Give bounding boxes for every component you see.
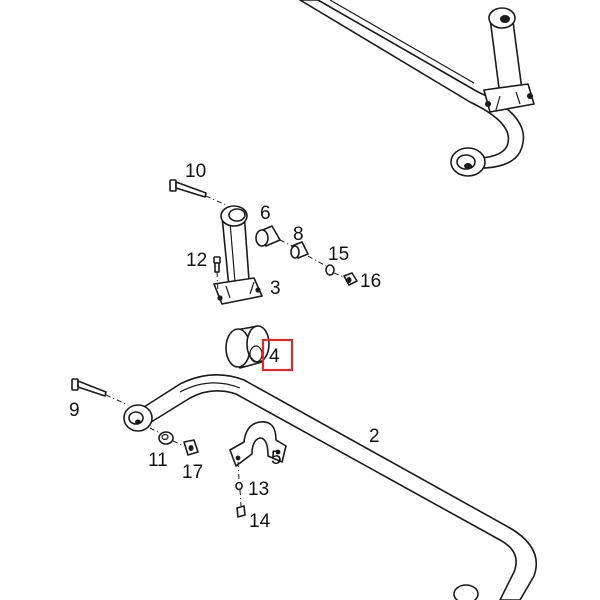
bushing-4 — [225, 325, 270, 369]
label-16: 16 — [360, 271, 381, 292]
washer-13 — [235, 481, 243, 507]
bolt-9 — [71, 378, 127, 405]
washer-15 — [325, 264, 347, 279]
label-12: 12 — [186, 250, 207, 271]
link-arm-3 — [213, 205, 263, 305]
label-9: 9 — [69, 400, 80, 421]
sleeve-6 — [255, 225, 293, 247]
main-bar-end-bushing — [123, 404, 153, 432]
label-14: 14 — [249, 511, 271, 532]
bolt-12 — [213, 256, 221, 293]
stabilizer-bar-2 — [129, 374, 538, 600]
sleeve-8 — [290, 241, 327, 267]
upper-link-arm — [483, 7, 535, 113]
label-5: 5 — [271, 448, 282, 469]
label-8: 8 — [293, 224, 304, 245]
bolt-10 — [169, 179, 227, 206]
upper-stabilizer-bar — [299, 0, 525, 169]
label-2: 2 — [369, 426, 380, 447]
label-10: 10 — [185, 161, 206, 182]
sleeve-11 — [149, 427, 174, 445]
nut-16 — [343, 272, 358, 286]
clamp-bracket-5 — [229, 421, 287, 481]
nut-14 — [236, 505, 246, 518]
lower-right-bushing — [453, 584, 479, 600]
label-13: 13 — [248, 479, 269, 500]
label-4: 4 — [269, 346, 280, 367]
label-17: 17 — [182, 462, 203, 483]
label-11: 11 — [148, 450, 168, 471]
label-3: 3 — [270, 278, 281, 299]
label-6: 6 — [260, 203, 271, 224]
label-15: 15 — [328, 244, 349, 265]
highlight-box — [261, 338, 294, 372]
upper-end-bushing — [450, 147, 486, 177]
nut-17 — [172, 439, 199, 456]
